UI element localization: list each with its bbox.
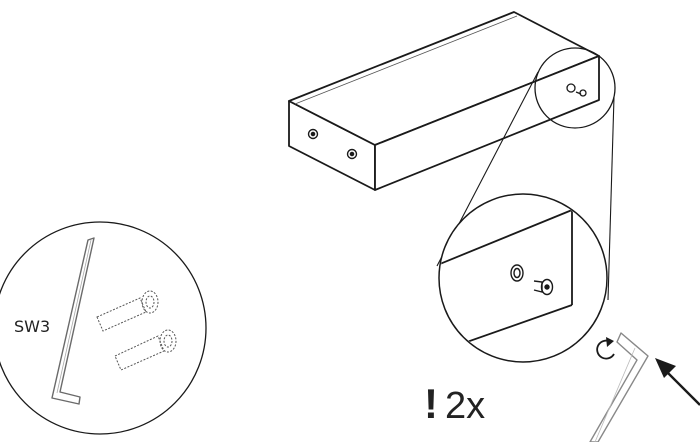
large-hole [510, 264, 524, 282]
hole-left [307, 128, 319, 140]
detail-callout-large [438, 193, 608, 363]
allen-key-in-use [589, 332, 649, 442]
insertion-direction-arrow-icon [655, 358, 700, 406]
front-holes [307, 128, 358, 160]
small-hole [566, 83, 576, 93]
box-part [288, 11, 600, 191]
warning-mark: ! [424, 380, 438, 427]
quantity-label: 2x [445, 385, 485, 427]
box-side-face [374, 55, 600, 191]
screw-2 [114, 329, 177, 371]
detail-callout-small [534, 47, 616, 129]
screw-1 [96, 290, 159, 332]
hole-right [346, 148, 358, 160]
tool-label: SW3 [14, 317, 50, 336]
clockwise-rotation-arrow-icon [596, 337, 615, 360]
allen-key [51, 237, 95, 405]
parts-callout: SW3 [0, 221, 207, 435]
